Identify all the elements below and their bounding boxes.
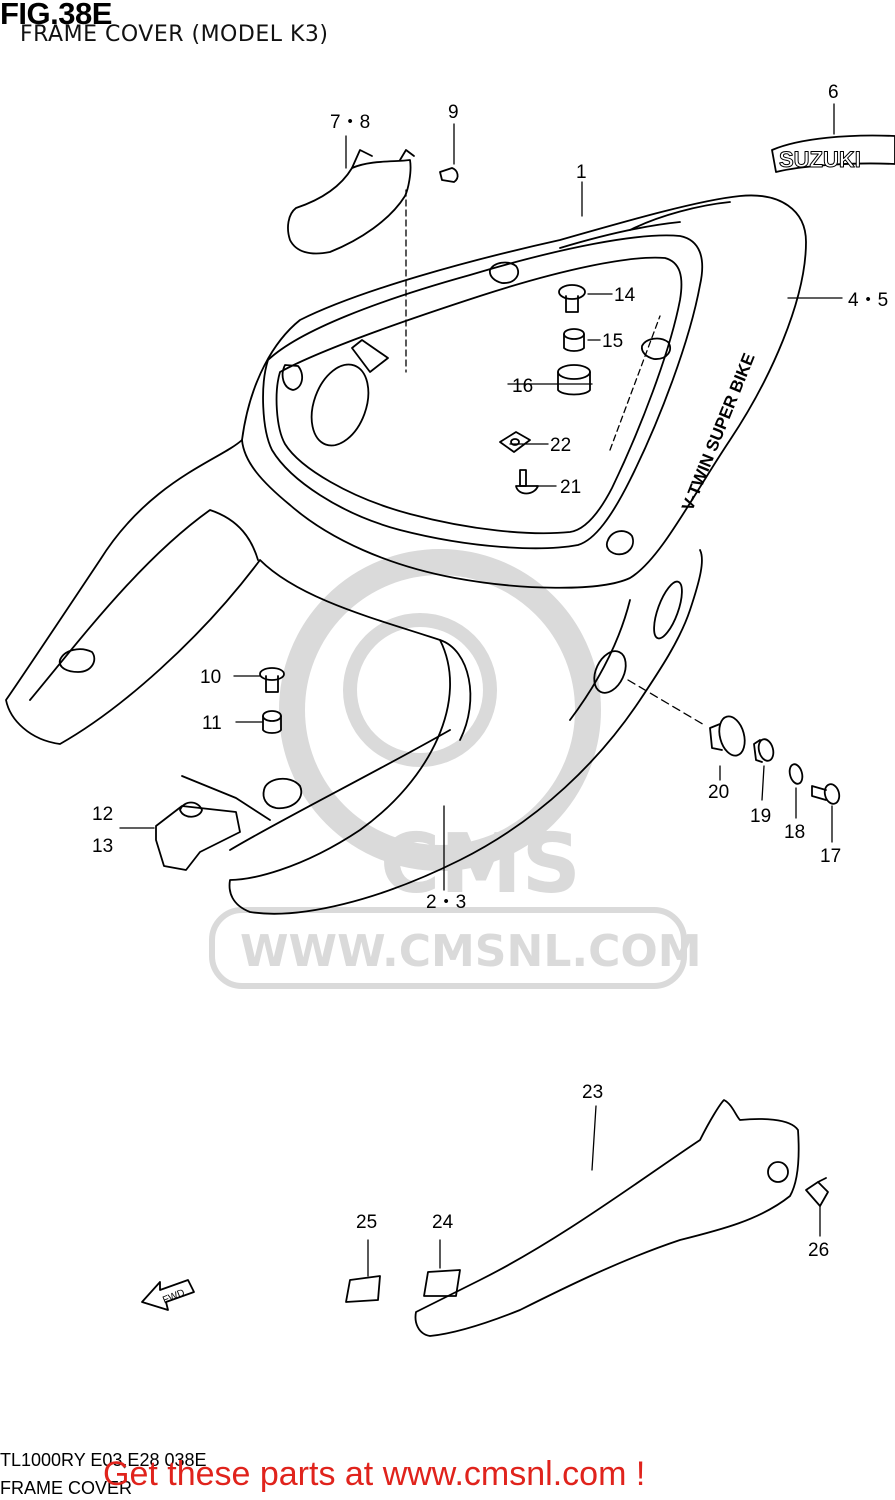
pad-25 bbox=[345, 1275, 381, 1303]
callout-26: 26 bbox=[808, 1240, 829, 1261]
callout-16: 16 bbox=[512, 376, 533, 397]
callout-10: 10 bbox=[200, 667, 221, 688]
promo-link-text[interactable]: Get these parts at www.cmsnl.com ! bbox=[103, 1455, 646, 1493]
callout-2-3: 2・3 bbox=[426, 892, 466, 913]
callout-24: 24 bbox=[432, 1212, 454, 1233]
collar-15 bbox=[563, 328, 585, 352]
callout-14: 14 bbox=[614, 285, 636, 306]
callout-17: 17 bbox=[820, 846, 841, 867]
callout-23: 23 bbox=[582, 1082, 603, 1103]
watermark-logo-ring bbox=[279, 549, 601, 871]
section-name: FRAME COVER bbox=[0, 1478, 133, 1498]
callout-25: 25 bbox=[356, 1212, 377, 1233]
figure-label: FIG.38E bbox=[0, 0, 112, 31]
callout-6: 6 bbox=[828, 82, 839, 103]
nut-22 bbox=[499, 431, 531, 453]
figure-subtitle: FRAME COVER (MODEL K3) bbox=[20, 22, 329, 47]
callout-22: 22 bbox=[550, 435, 571, 456]
callout-19: 19 bbox=[750, 806, 771, 827]
screw-14 bbox=[558, 284, 586, 313]
leader-lines bbox=[119, 103, 843, 1277]
screw-10 bbox=[259, 667, 285, 693]
callout-1: 1 bbox=[576, 162, 587, 183]
screw-9 bbox=[439, 167, 459, 183]
cushion-16 bbox=[557, 364, 591, 396]
callout-9: 9 bbox=[448, 102, 459, 123]
watermark: CMS WWW.CMSNL.COM bbox=[209, 549, 702, 989]
suzuki-badge: SUZUKI bbox=[771, 134, 895, 173]
callout-11: 11 bbox=[202, 713, 222, 734]
frame-cover-lower bbox=[5, 439, 703, 915]
bracket-12-13 bbox=[155, 775, 271, 871]
suzuki-badge-text: SUZUKI bbox=[779, 147, 861, 172]
watermark-logo-face bbox=[343, 613, 497, 767]
callout-21: 21 bbox=[560, 477, 581, 498]
callout-7-8: 7・8 bbox=[330, 112, 370, 133]
watermark-url: WWW.CMSNL.COM bbox=[240, 926, 702, 977]
watermark-brand: CMS bbox=[380, 817, 581, 912]
grommet-20 bbox=[709, 715, 746, 757]
callout-12: 12 bbox=[92, 804, 113, 825]
callout-15: 15 bbox=[602, 331, 623, 352]
side-decal-text: V-TWIN SUPER BIKE bbox=[678, 350, 759, 513]
callout-18: 18 bbox=[784, 822, 805, 843]
collar-19 bbox=[753, 738, 775, 763]
washer-18 bbox=[788, 763, 804, 785]
model-code: TL1000RY E03,E28 038E bbox=[0, 1450, 207, 1470]
pad-24 bbox=[423, 1269, 461, 1297]
fwd-arrow-text: FWD bbox=[161, 1288, 186, 1307]
frame-cover-23 bbox=[414, 1099, 800, 1337]
watermark-url-plate bbox=[209, 907, 687, 989]
bracket-7-8 bbox=[287, 149, 415, 255]
callout-labels: 1 2・3 4・5 6 7・8 9 10 11 12 13 14 15 16 1… bbox=[92, 82, 888, 1261]
rivet-26 bbox=[805, 1177, 829, 1207]
bolt-17 bbox=[811, 783, 841, 805]
callout-4-5: 4・5 bbox=[848, 290, 888, 311]
fwd-arrow: FWD bbox=[141, 1279, 195, 1311]
callout-13: 13 bbox=[92, 836, 113, 857]
callout-20: 20 bbox=[708, 782, 729, 803]
bolt-21 bbox=[515, 469, 539, 495]
collar-11 bbox=[262, 710, 282, 734]
